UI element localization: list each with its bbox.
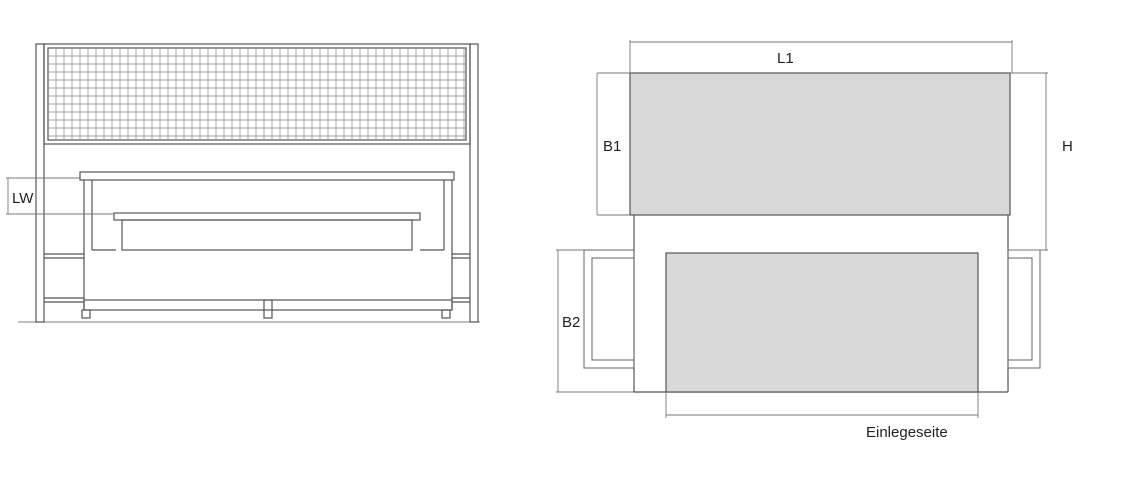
b2-dimension	[556, 249, 634, 393]
h-dimension	[1010, 72, 1048, 251]
b1-dimension	[596, 72, 630, 216]
b1-label: B1	[603, 138, 621, 155]
mesh-grid	[48, 48, 466, 140]
einlegeseite-label: Einlegeseite	[866, 424, 948, 441]
grid-panel-frame	[43, 43, 471, 145]
grid-panel	[47, 47, 467, 141]
lw-dimension	[6, 177, 114, 215]
foot-mid	[263, 299, 273, 319]
left-post	[35, 43, 45, 323]
l1-dimension	[629, 40, 1013, 73]
base-frame	[83, 299, 453, 311]
h-label: H	[1062, 138, 1073, 155]
top-box-b1	[629, 72, 1011, 216]
foot-left	[81, 309, 91, 319]
b2-label: B2	[562, 314, 580, 331]
front-view	[18, 43, 480, 323]
lower-tray-body	[121, 219, 413, 251]
lower-tray-top	[113, 212, 421, 221]
foot-right	[441, 309, 451, 319]
upper-table-top	[79, 171, 455, 181]
einlegeseite-dimension	[665, 392, 979, 418]
insert-area-b2	[665, 252, 979, 393]
l1-label: L1	[777, 50, 794, 67]
lw-label: LW	[12, 190, 34, 207]
right-post	[469, 43, 479, 323]
